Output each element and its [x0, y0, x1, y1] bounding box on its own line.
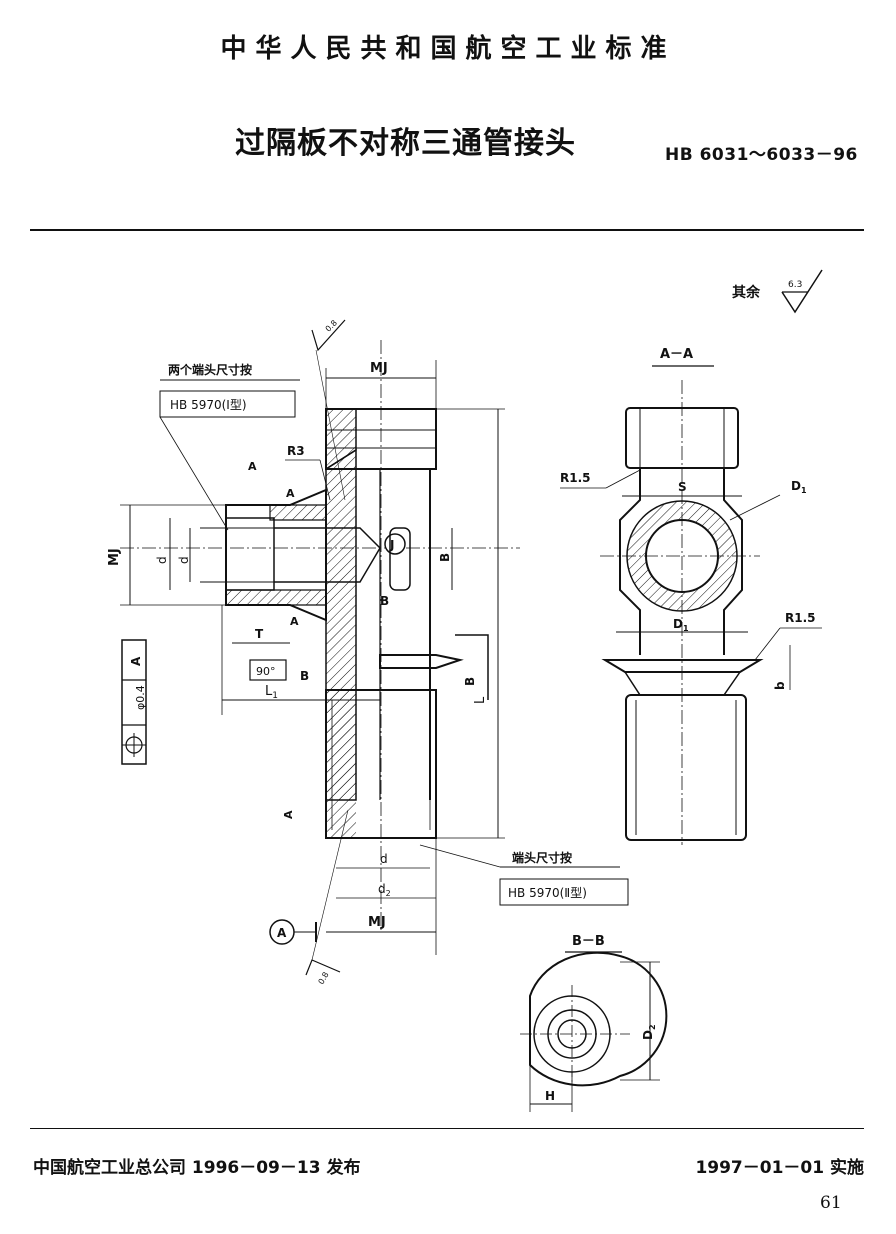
label-B-horiz: B — [380, 594, 389, 608]
section-BB-title: B－B — [572, 934, 605, 949]
datum-A: A — [277, 926, 287, 940]
label-MJ-side: MJ — [107, 548, 122, 566]
label-R15-lower: R1.5 — [785, 611, 816, 625]
section-AA-title: A－A — [660, 347, 693, 362]
label-d-bottom: d — [380, 852, 388, 866]
roughness-note: 其余 — [732, 284, 761, 301]
issue-date: 中国航空工业总公司 1996－09－13 发布 — [33, 1158, 361, 1178]
top-rule — [30, 229, 864, 231]
label-S: S — [678, 480, 687, 494]
label-A-4: A — [282, 810, 295, 819]
label-B-vert: B — [438, 553, 452, 562]
label-angle-90: 90° — [256, 665, 276, 678]
roughness-mark-lower: 0.8 — [317, 970, 331, 986]
page-number: 61 — [820, 1193, 842, 1213]
label-MJ-top: MJ — [370, 361, 388, 376]
document-title: 过隔板不对称三通管接头 — [235, 126, 576, 161]
label-D2: D2 — [641, 1024, 657, 1040]
feature-control-frame: A φ0.4 — [121, 639, 147, 765]
label-d2-side: d — [155, 556, 169, 564]
label-B-lower: B — [300, 669, 309, 683]
label-R15-upper: R1.5 — [560, 471, 591, 485]
note-end-size2: 端头尺寸按 — [512, 850, 572, 865]
note-end-std2: HB 5970(Ⅱ型) — [508, 886, 587, 900]
label-L: L — [473, 696, 488, 704]
label-A-1: A — [286, 487, 295, 500]
label-D1-lower: D1 — [673, 617, 689, 633]
fcf-tolerance: φ0.4 — [134, 685, 147, 710]
section-BB: B－B D2 H — [520, 934, 668, 1112]
label-R3: R3 — [287, 444, 305, 458]
section-AA: A－A S R1.5 D1 D1 R1.5 b — [560, 347, 822, 845]
main-view: J MJ MJ L MJ d d B B L1 T — [107, 318, 629, 986]
label-J: J — [389, 538, 394, 552]
roughness-symbol: 其余 6.3 — [732, 269, 823, 314]
label-H: H — [545, 1089, 555, 1103]
note-end-std: HB 5970(Ⅰ型) — [170, 398, 247, 412]
label-B-section: B — [463, 677, 477, 686]
roughness-mark-upper: 0.8 — [324, 318, 339, 333]
label-T: T — [255, 627, 264, 641]
label-MJ-bottom: MJ — [368, 915, 386, 930]
label-b: b — [773, 681, 787, 690]
label-A-3: A — [290, 615, 299, 628]
label-d-side: d — [177, 556, 191, 564]
roughness-value: 6.3 — [788, 280, 802, 290]
label-A-2: A — [248, 460, 257, 473]
fcf-datum: A — [129, 656, 143, 666]
label-D1-upper: D1 — [791, 479, 807, 495]
note-end-size: 两个端头尺寸按 — [168, 362, 252, 377]
label-L1: L1 — [265, 684, 278, 701]
standard-code: HB 6031～6033－96 — [665, 145, 858, 165]
effective-date: 1997－01－01 实施 — [695, 1158, 864, 1178]
standard-name: 中华人民共和国航空工业标准 — [220, 34, 676, 64]
bottom-rule — [30, 1128, 864, 1129]
label-d2-bottom: d2 — [378, 882, 391, 898]
